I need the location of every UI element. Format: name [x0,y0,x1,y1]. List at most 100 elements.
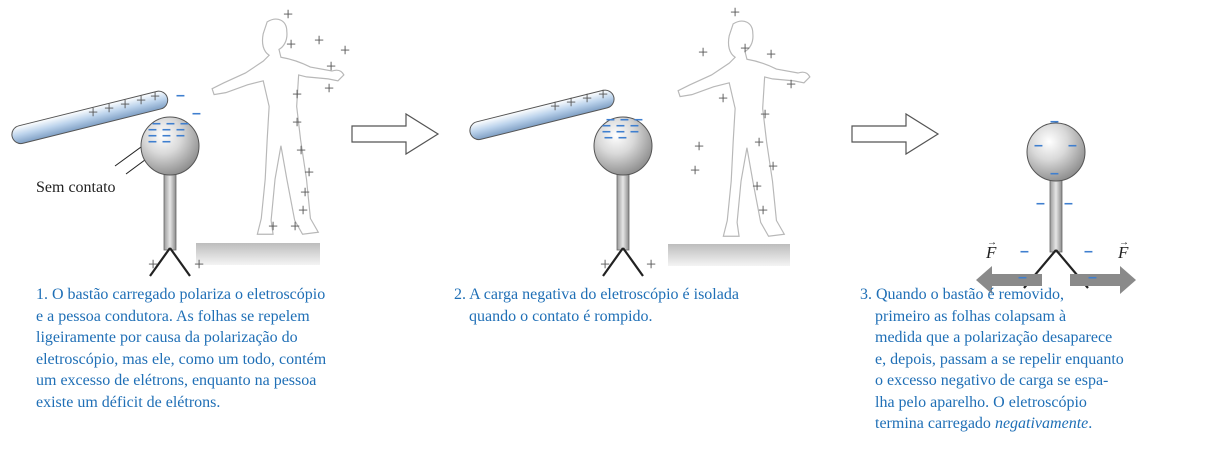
plus-charge: + [698,42,708,62]
caption-step-1: 1. O bastão carregado polariza o eletros… [36,284,366,413]
plus-charge: + [194,254,204,274]
minus-charge: – [602,117,611,134]
step-arrow-1 [351,112,440,156]
plus-charge: + [566,92,576,112]
plus-charge: + [754,132,764,152]
force-label-right: F → [1117,237,1129,262]
plus-charge: + [598,84,608,104]
caption-2-line: quando o contato é rompido. [469,307,653,325]
caption-3-line: 3. Quando o bastão é removido, [860,286,1064,303]
plus-charge: + [304,162,314,182]
plus-charge: + [326,56,336,76]
minus-charge: – [176,87,185,104]
plus-charge: + [730,2,740,22]
minus-charge: – [1064,195,1073,212]
electroscope-sphere-3 [1026,122,1086,182]
svg-text:F: F [985,243,997,262]
caption-1-line: e a pessoa condutora. As folhas se repel… [36,307,310,325]
caption-3-line: lha pelo aparelho. O eletroscópio [875,393,1087,411]
electroscope-leaves-2 [602,247,644,277]
minus-charge: – [1034,137,1043,154]
minus-charge: – [162,127,171,144]
caption-3-italic: negativamente [994,415,1089,432]
plus-charge: + [740,38,750,58]
minus-charge: – [616,123,625,140]
minus-charge: – [162,133,171,150]
minus-charge: – [618,129,627,146]
minus-charge: – [1084,243,1093,260]
caption-1-line: ligeiramente por causa da polarização do [36,329,298,346]
plus-charge: + [290,216,300,236]
minus-charge: – [1018,269,1027,286]
electroscope-sphere-1 [140,116,200,176]
plus-charge: + [148,254,158,274]
plus-charge: + [300,182,310,202]
panel-1: Sem contato [11,18,345,277]
minus-charge: – [148,127,157,144]
caption-3-line: e, depois, passam a se repelir enquanto [875,350,1124,368]
plus-charge: + [582,88,592,108]
minus-charge: – [620,111,629,128]
minus-charge: – [1050,165,1059,182]
electroscope-stem-2 [616,169,630,251]
plus-charge: + [120,94,130,114]
plus-charge: + [550,96,560,116]
plus-charge: + [718,88,728,108]
plus-charge: + [298,200,308,220]
plus-charge: + [292,84,302,104]
plus-charge: + [292,112,302,132]
plus-charge: + [104,98,114,118]
force-arrow-left [976,266,1042,294]
caption-1-line: eletroscópio, mas ele, como um todo, con… [36,350,327,368]
minus-charge: – [602,123,611,140]
plus-charge: + [283,4,293,24]
caption-2-line: 2. A carga negativa do eletroscópio é is… [454,286,739,303]
plus-charge: + [646,254,656,274]
caption-3-tail: termina carregado [875,415,995,432]
plus-charge: + [150,86,160,106]
plus-charge: + [88,102,98,122]
positive-charges: ++++++++++++++++++++++++++++++++++++++++ [88,2,796,274]
caption-3-line: primeiro as folhas colapsam à [875,307,1067,325]
minus-charge: – [176,127,185,144]
plus-charge: + [600,254,610,274]
plus-charge: + [758,200,768,220]
step-arrow-2 [851,112,940,156]
minus-charge: – [1088,269,1097,286]
plus-charge: + [752,176,762,196]
ground-platform-2 [668,244,790,266]
electroscope-stem-1 [163,169,177,251]
minus-charge: – [148,133,157,150]
force-label-left: F → [985,237,997,262]
caption-3-line: o excesso negativo de carga se espa- [875,372,1109,389]
plus-charge: + [766,44,776,64]
minus-charge: – [192,105,201,122]
minus-charge: – [1068,137,1077,154]
vector-arrow-mark: → [1119,237,1129,248]
minus-charge: – [1020,243,1029,260]
minus-charge: – [630,117,639,134]
plus-charge: + [694,136,704,156]
electroscope-stem-3 [1049,175,1063,253]
caption-3-line: termina carregado negativamente. [860,413,1160,435]
charged-rod-1 [11,90,169,145]
minus-charge: – [616,117,625,134]
ground-platform-1 [196,243,320,265]
negative-charges: –––––––––––––––––––––––––––––––––– [148,87,1097,286]
plus-charge: + [314,30,324,50]
minus-charge: – [152,115,161,132]
caption-3-period: . [1088,415,1093,432]
panel-3: F → F → [976,122,1136,294]
plus-charge: + [136,90,146,110]
caption-1-line: existe um déficit de elétrons. [36,393,221,411]
charged-rod-2 [469,89,615,141]
plus-charge: + [286,34,296,54]
minus-charge: – [166,115,175,132]
person-figure-1 [211,18,345,235]
caption-1-line: um excesso de elétrons, enquanto na pess… [36,372,317,389]
plus-charge: + [768,156,778,176]
label-sem-contato: Sem contato [36,179,116,196]
electroscope-leaves-1 [149,247,191,277]
caption-1-line: 1. O bastão carregado polariza o eletros… [36,286,326,303]
minus-charge: – [634,111,643,128]
